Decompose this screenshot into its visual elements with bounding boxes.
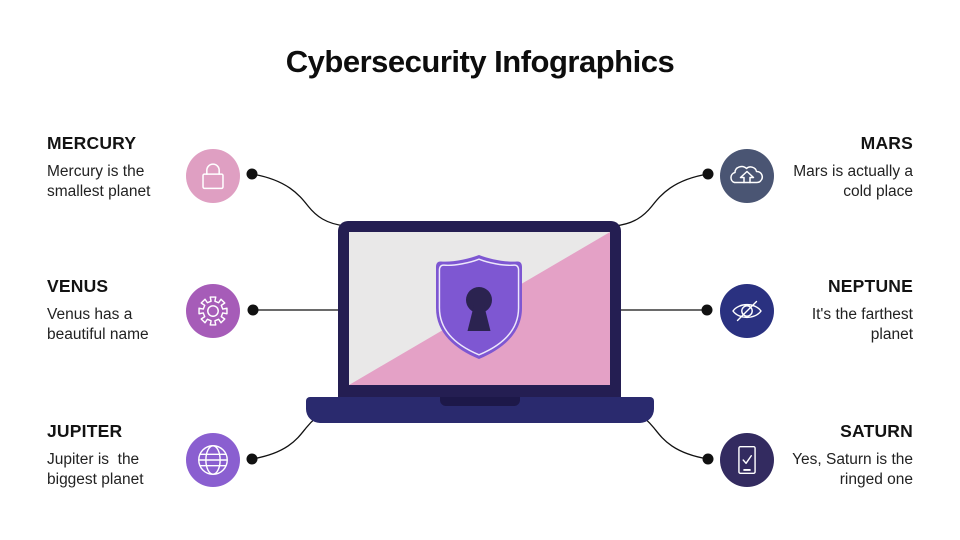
item-neptune: NEPTUNE It's the farthest planet [728,276,913,344]
item-saturn-description: Yes, Saturn is the ringed one [792,451,913,488]
gear-icon [198,296,228,326]
connector-dot [247,304,259,316]
laptop-base-notch [440,397,520,406]
item-venus-description: Venus has a beautiful name [47,306,149,343]
item-venus-title: VENUS [47,276,109,296]
connector-dot [702,168,714,180]
connector-dot [702,453,714,465]
connector-dot [246,453,258,465]
item-venus: VENUS Venus has a beautiful name [47,276,232,344]
item-mercury-title: MERCURY [47,133,137,153]
connector-dot [701,304,713,316]
neptune-icon-circle [720,284,774,338]
jupiter-icon-circle [186,433,240,487]
connector-dot [246,168,258,180]
mars-icon-circle [720,149,774,203]
item-jupiter-title: JUPITER [47,421,123,441]
item-mars-description: Mars is actually a cold place [793,163,913,200]
page-title: Cybersecurity Infographics [285,44,675,79]
cloud-upload-icon [730,165,763,184]
mercury-icon-circle [186,149,240,203]
item-saturn-title: SATURN [840,421,913,441]
lock-icon [202,163,224,190]
item-neptune-description: It's the farthest planet [811,306,913,343]
globe-icon [198,445,228,475]
eye-off-icon [732,300,762,322]
phone-check-icon [738,445,756,475]
item-mars-title: MARS [860,133,913,153]
connector-line [613,173,709,227]
shield-keyhole-icon [436,255,522,359]
saturn-icon-circle [720,433,774,487]
item-neptune-title: NEPTUNE [827,276,913,296]
item-jupiter-description: Jupiter is the biggest planet [47,451,144,488]
item-jupiter: JUPITER Jupiter is the biggest planet [47,421,232,489]
item-mercury-description: Mercury is the smallest planet [47,163,151,200]
venus-icon-circle [186,284,240,338]
item-mars: MARS Mars is actually a cold place [728,133,913,201]
laptop-base [306,397,654,423]
item-saturn: SATURN Yes, Saturn is the ringed one [728,421,913,489]
security-shield [429,251,529,363]
item-mercury: MERCURY Mercury is the smallest planet [47,133,232,201]
connector-line [251,173,347,227]
